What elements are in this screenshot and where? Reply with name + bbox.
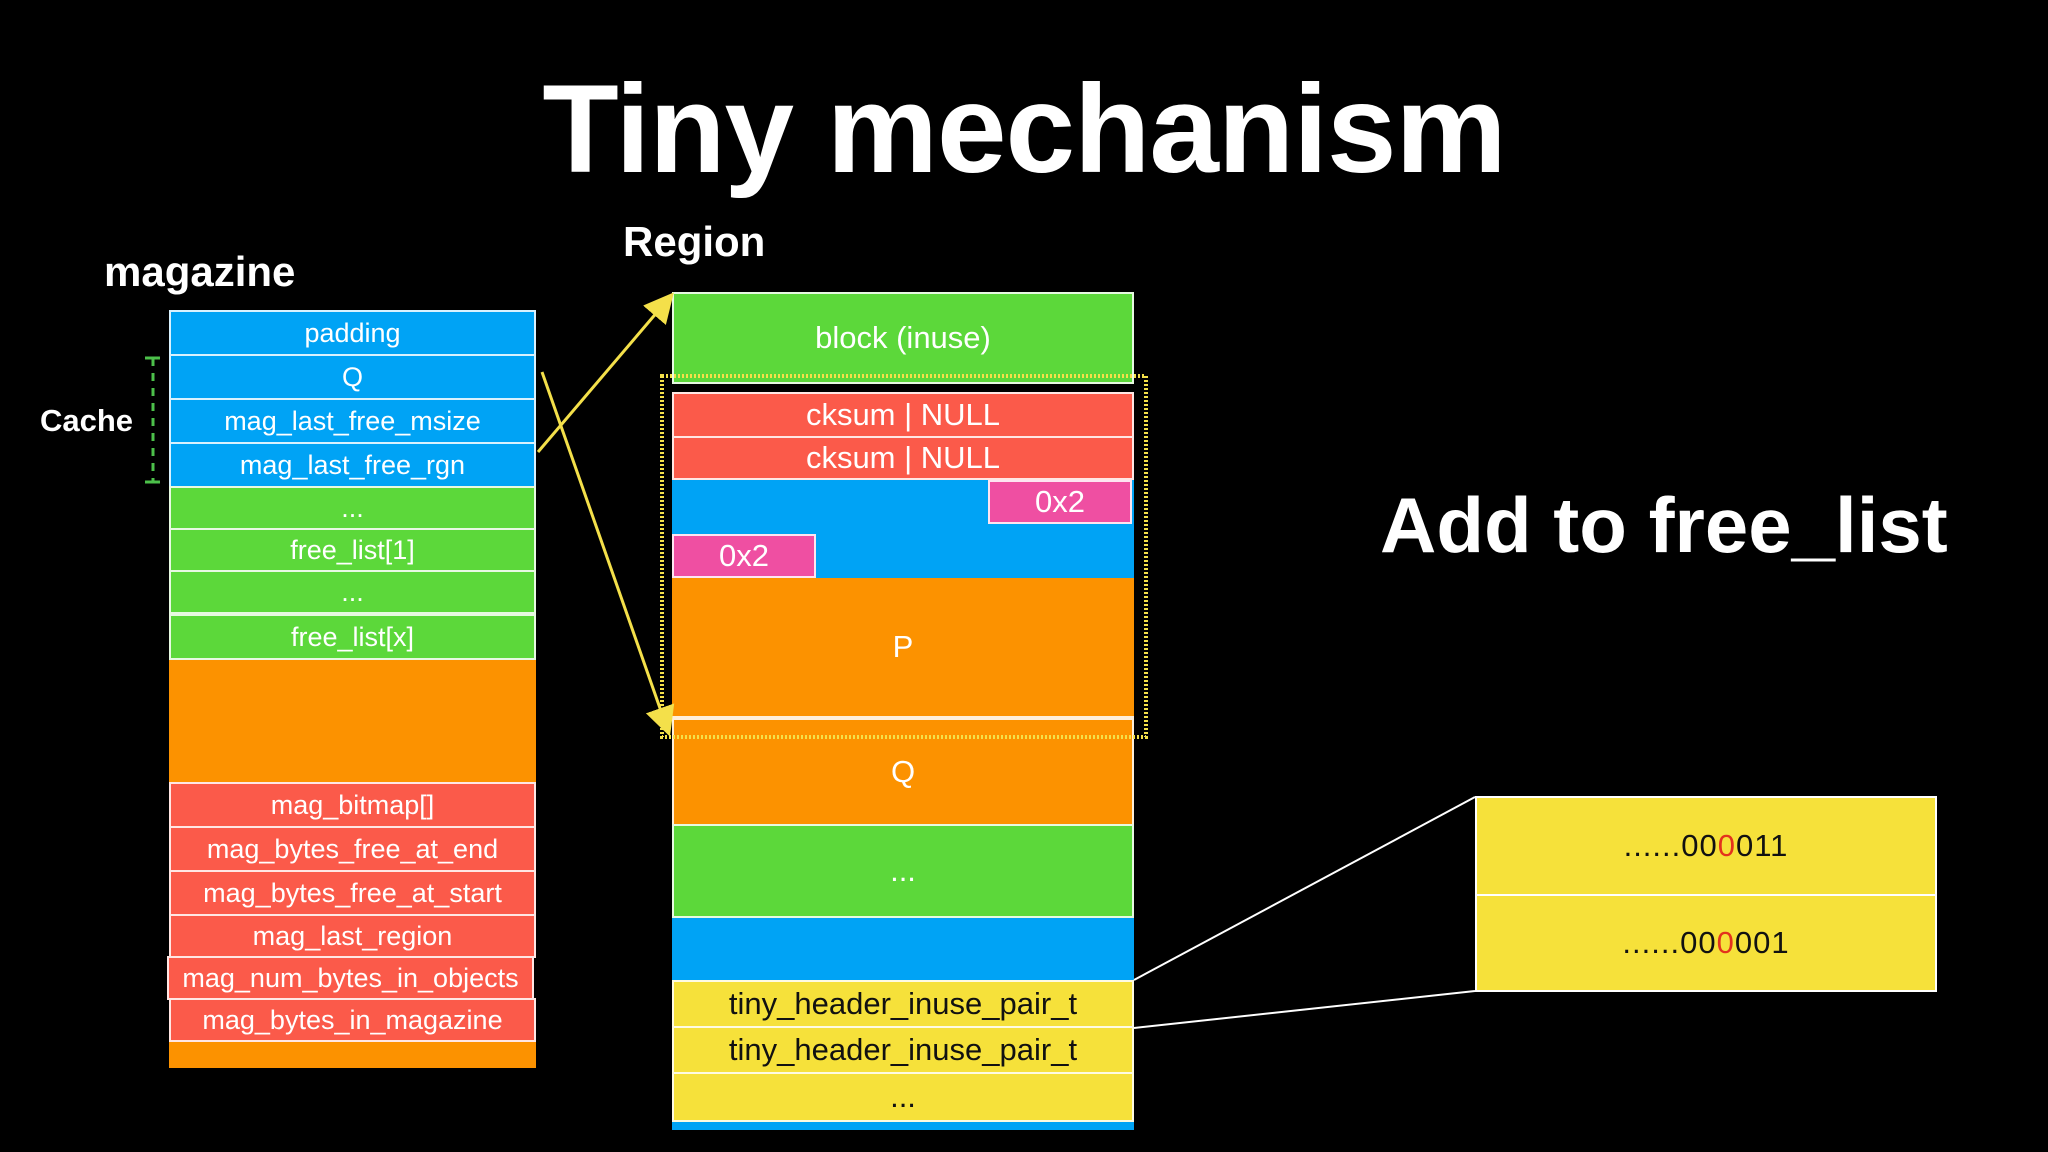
arrow-to-chunk-p (540, 371, 675, 737)
magazine-cell-mag-last-free-msize: mag_last_free_msize (169, 398, 536, 444)
bitmap-row-2-highlight: 0 (1716, 925, 1735, 960)
slide-title: Tiny mechanism (542, 60, 1506, 199)
magazine-cell-mag-last-free-rgn: mag_last_free_rgn (169, 442, 536, 488)
magazine-cell-mag-last-region: mag_last_region (169, 914, 536, 958)
magazine-cell-mag-bytes-free-at-start: mag_bytes_free_at_start (169, 870, 536, 916)
bitmap-row-2-prefix: ......00 (1622, 925, 1717, 960)
cache-bracket (145, 356, 160, 484)
cache-label: Cache (40, 403, 134, 438)
region-blue-tail (672, 1122, 1134, 1130)
magazine-cell-mag-bytes-in-magazine: mag_bytes_in_magazine (169, 998, 536, 1042)
region-chunk-p: P (672, 578, 1134, 718)
region-cksum-1: cksum | NULL (672, 392, 1134, 438)
magazine-cell-free-list-1: free_list[1] (169, 528, 536, 572)
bitmap-row-2-suffix: 001 (1734, 925, 1790, 960)
region-blue-gap (672, 918, 1134, 982)
magazine-cell-ellipsis: ... (169, 570, 536, 614)
region-block-inuse: block (inuse) (672, 292, 1134, 384)
region-header-2: tiny_header_inuse_pair_t (672, 1026, 1134, 1074)
magazine-orange-block (169, 660, 536, 782)
region-size-left: 0x2 (672, 534, 816, 578)
zoom-line-bottom (1133, 990, 1476, 1029)
region-size-right: 0x2 (988, 480, 1132, 524)
zoom-line-top (1133, 796, 1476, 981)
magazine-label: magazine (104, 248, 296, 295)
region-ellipsis-2: ... (672, 1072, 1134, 1122)
region-ellipsis: ... (672, 824, 1134, 918)
region-label: Region (623, 218, 766, 265)
highlight-box (660, 374, 1148, 739)
magazine-cell-padding: padding (169, 310, 536, 356)
magazine-cell-free-list-x: free_list[x] (169, 614, 536, 660)
magazine-cell-mag-bitmap: mag_bitmap[] (169, 782, 536, 828)
add-to-free-list-label: Add to free_list (1380, 481, 1948, 569)
bitmap-row-1-suffix: 011 (1736, 828, 1789, 863)
bitmap-row-1-prefix: ......00 (1623, 828, 1718, 863)
region-cksum-2: cksum | NULL (672, 436, 1134, 480)
magazine-orange-tail (169, 1042, 536, 1068)
magazine-cell-mag-num-bytes-in-objects: mag_num_bytes_in_objects (167, 956, 534, 1000)
bitmap-row-1-highlight: 0 (1717, 828, 1736, 863)
arrow-to-block (536, 292, 674, 453)
